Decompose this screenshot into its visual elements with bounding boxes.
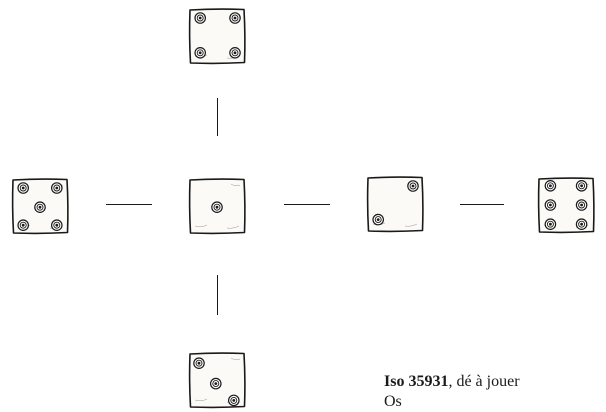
- die-face-one: [188, 178, 246, 235]
- pip: [229, 12, 241, 24]
- pip: [229, 46, 241, 59]
- object-material: Os: [384, 393, 402, 410]
- wear-marks: [194, 183, 241, 229]
- pip: [34, 201, 46, 213]
- connector-top: [217, 98, 218, 136]
- pip: [193, 357, 205, 369]
- pip: [575, 218, 588, 230]
- pip: [407, 180, 419, 192]
- pip: [544, 180, 557, 192]
- pip: [17, 219, 29, 231]
- pip: [209, 377, 222, 390]
- face-center-right: [365, 174, 425, 234]
- pip: [227, 394, 240, 407]
- object-description: , dé à jouer: [448, 373, 520, 390]
- pip: [544, 218, 557, 230]
- inventory-number: Iso 35931: [384, 373, 449, 390]
- face-center: [187, 176, 247, 236]
- pip: [194, 46, 206, 59]
- pip: [575, 180, 588, 192]
- face-right: [536, 175, 596, 235]
- face-bottom: [187, 350, 247, 410]
- pip: [50, 182, 63, 194]
- die-face-two: [366, 176, 424, 233]
- pip: [211, 201, 223, 213]
- object-caption: Iso 35931, dé à jouer Os: [384, 372, 594, 412]
- face-left: [10, 176, 70, 236]
- die-face-three: [188, 352, 246, 409]
- pip: [194, 12, 206, 24]
- pip: [575, 199, 588, 211]
- pip: [372, 213, 384, 226]
- connector-left: [106, 204, 152, 205]
- pip: [17, 182, 29, 194]
- pip: [50, 219, 63, 231]
- die-face-six: [537, 177, 595, 234]
- die-face-five: [11, 178, 69, 235]
- connector-right: [460, 204, 504, 205]
- face-top: [187, 6, 247, 66]
- connector-bottom: [217, 275, 218, 315]
- connector-center-right: [284, 204, 330, 205]
- die-face-four: [188, 8, 246, 65]
- caption-title-line: Iso 35931, dé à jouer: [384, 372, 594, 392]
- pip: [544, 199, 557, 211]
